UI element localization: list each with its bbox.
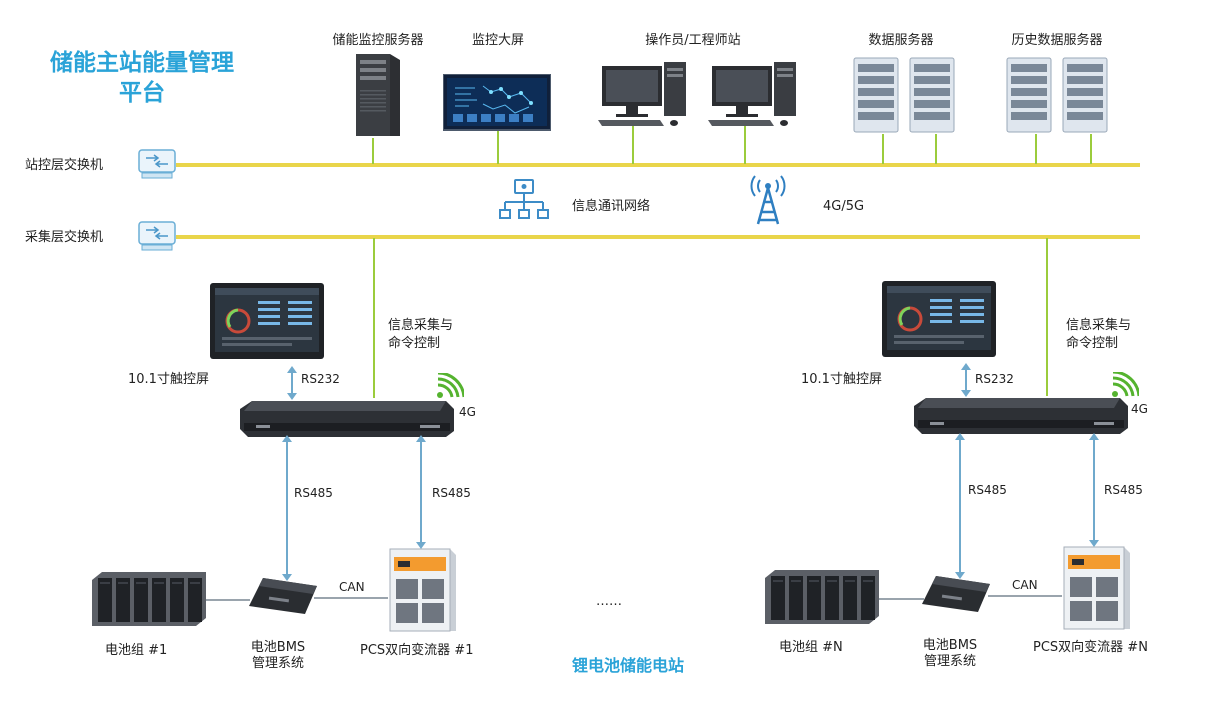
bms-label-line-2: 管理系统 bbox=[251, 656, 304, 671]
gateway-device-icon bbox=[914, 394, 1128, 436]
big-screen-icon bbox=[443, 74, 551, 132]
rs232-label: RS232 bbox=[301, 372, 340, 386]
rs485-arrow-left bbox=[955, 433, 965, 579]
link-operator-2 bbox=[744, 126, 746, 164]
bms-device-icon bbox=[922, 576, 990, 614]
platform-title-line-1: 储能主站能量管理 bbox=[50, 50, 234, 76]
can-label: CAN bbox=[339, 580, 365, 594]
bms-label: 电池BMS 管理系统 bbox=[908, 638, 992, 670]
info-collect-label-line-1: 信息采集与 bbox=[388, 318, 454, 333]
pcs-cabinet-icon bbox=[386, 545, 458, 633]
data-server-label: 数据服务器 bbox=[868, 33, 934, 48]
network-topology-icon bbox=[499, 178, 549, 222]
platform-title: 储能主站能量管理 平台 bbox=[22, 48, 262, 108]
pcs-label: PCS双向变流器 #1 bbox=[360, 643, 474, 658]
collection-layer-bus bbox=[176, 235, 1140, 239]
cellular-label: 4G/5G bbox=[823, 199, 865, 214]
rs232-arrow bbox=[961, 363, 971, 397]
wifi-signal-icon bbox=[436, 373, 464, 399]
station-name-label: 锂电池储能电站 bbox=[572, 656, 685, 675]
rs232-arrow bbox=[287, 366, 297, 400]
link-data-server-1 bbox=[882, 134, 884, 164]
touch-screen-label: 10.1寸触控屏 bbox=[128, 372, 209, 387]
history-server-label: 历史数据服务器 bbox=[1011, 33, 1103, 48]
bms-pcs-cable bbox=[314, 597, 388, 599]
monitor-server-label: 储能监控服务器 bbox=[332, 33, 424, 48]
pcs-cabinet-icon bbox=[1060, 543, 1132, 631]
history-server-icon bbox=[1003, 54, 1113, 136]
info-collect-label-line-2: 命令控制 bbox=[1066, 336, 1119, 351]
station-switch-icon bbox=[138, 149, 176, 179]
info-network-label: 信息通讯网络 bbox=[572, 199, 651, 214]
signal-4g-label: 4G bbox=[1131, 402, 1148, 416]
link-data-server-2 bbox=[935, 134, 937, 164]
rs485-arrow-left bbox=[282, 435, 292, 581]
rs485-right-label: RS485 bbox=[1104, 483, 1143, 497]
battery-pack-icon bbox=[92, 572, 206, 628]
link-big-screen bbox=[497, 130, 499, 164]
rs485-arrow-right bbox=[416, 435, 426, 549]
rs485-left-label: RS485 bbox=[294, 486, 333, 500]
link-gateway-n bbox=[1046, 238, 1048, 396]
info-collect-label-line-1: 信息采集与 bbox=[1066, 318, 1132, 333]
touch-screen-label: 10.1寸触控屏 bbox=[801, 372, 882, 387]
platform-title-line-2: 平台 bbox=[119, 80, 165, 106]
big-screen-label: 监控大屏 bbox=[471, 33, 524, 48]
rs232-label: RS232 bbox=[975, 372, 1014, 386]
ellipsis-label: …… bbox=[596, 594, 622, 609]
gateway-device-icon bbox=[240, 397, 454, 439]
link-monitor-server bbox=[372, 138, 374, 164]
link-gateway-1 bbox=[373, 238, 375, 398]
station-switch-label: 站控层交换机 bbox=[25, 158, 104, 173]
bms-label-line-2: 管理系统 bbox=[923, 654, 976, 669]
bms-label-line-1: 电池BMS bbox=[922, 638, 978, 653]
collection-switch-label: 采集层交换机 bbox=[25, 230, 104, 245]
info-collect-label-line-2: 命令控制 bbox=[388, 336, 441, 351]
bms-device-icon bbox=[249, 578, 317, 616]
data-server-icon bbox=[850, 54, 960, 136]
link-history-server-2 bbox=[1090, 134, 1092, 164]
battery-pack-icon bbox=[765, 570, 879, 626]
can-label: CAN bbox=[1012, 578, 1038, 592]
touch-screen-icon bbox=[210, 283, 324, 361]
bms-label-line-1: 电池BMS bbox=[250, 640, 306, 655]
operator-station-label: 操作员/工程师站 bbox=[645, 33, 741, 48]
rs485-arrow-right bbox=[1089, 433, 1099, 547]
battery-label: 电池组 #N bbox=[779, 640, 843, 655]
bms-label: 电池BMS 管理系统 bbox=[236, 640, 320, 672]
station-layer-bus bbox=[176, 163, 1140, 167]
operator-pc-icon-1 bbox=[598, 62, 690, 128]
touch-screen-icon bbox=[882, 281, 996, 359]
server-tower-icon bbox=[350, 50, 402, 138]
cell-tower-icon bbox=[748, 174, 788, 226]
link-operator-1 bbox=[632, 126, 634, 164]
rs485-right-label: RS485 bbox=[432, 486, 471, 500]
battery-bms-cable bbox=[205, 599, 250, 601]
link-history-server-1 bbox=[1035, 134, 1037, 164]
collection-switch-icon bbox=[138, 221, 176, 251]
battery-bms-cable bbox=[878, 598, 924, 600]
pcs-label: PCS双向变流器 #N bbox=[1033, 640, 1148, 655]
battery-label: 电池组 #1 bbox=[105, 643, 168, 658]
signal-4g-label: 4G bbox=[459, 405, 476, 419]
wifi-signal-icon bbox=[1111, 372, 1139, 398]
bms-pcs-cable bbox=[988, 595, 1062, 597]
operator-pc-icon-2 bbox=[708, 62, 800, 128]
rs485-left-label: RS485 bbox=[968, 483, 1007, 497]
